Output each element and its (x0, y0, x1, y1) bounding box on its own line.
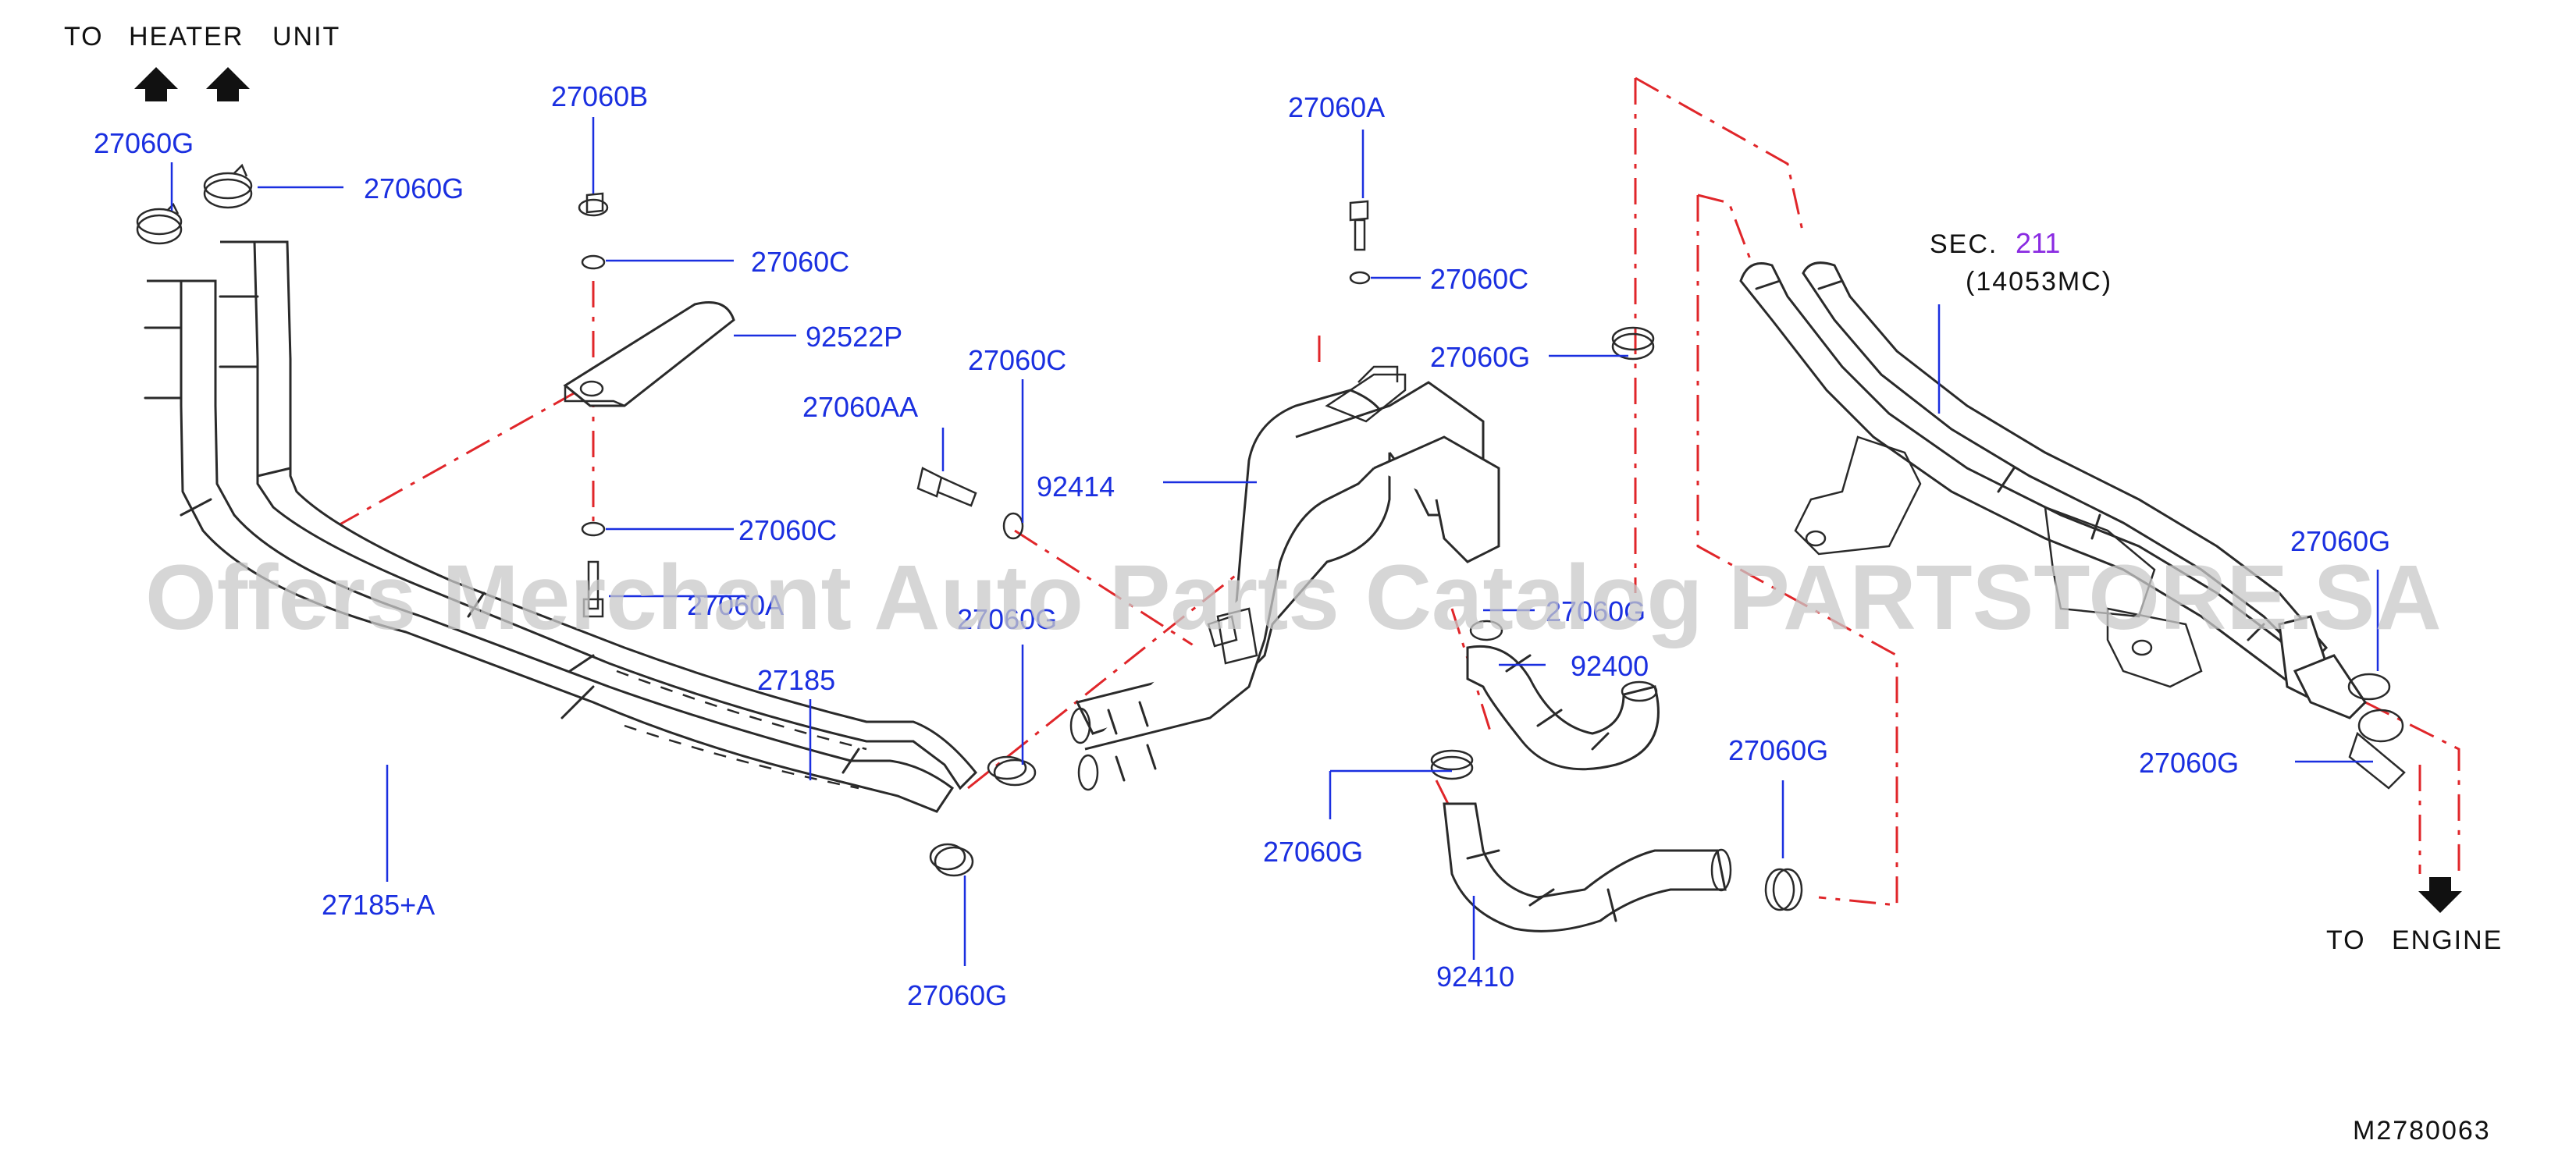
label-27060c: 27060C (738, 514, 837, 546)
to-heater-unit-to: TO (64, 22, 104, 52)
section-prefix: SEC. (1930, 229, 1998, 259)
label-27060g: 27060G (2290, 525, 2390, 557)
label-92400: 92400 (1571, 650, 1649, 682)
engine-pipe-assembly (1739, 261, 2406, 790)
mid-clamps (929, 326, 1655, 877)
label-27185: 27185 (757, 664, 835, 696)
label-27060g: 27060G (1430, 341, 1530, 373)
to-heater-unit-heater: HEATER (129, 22, 244, 52)
label-92414: 92414 (1037, 471, 1115, 503)
bolt-27060aa-group (916, 467, 1024, 540)
label-27060c: 27060C (751, 246, 849, 278)
bracket-92522p-group (563, 192, 735, 618)
label-27060g: 27060G (1263, 836, 1363, 868)
leader-lines (170, 117, 2379, 966)
to-engine-to: TO (2326, 925, 2366, 955)
label-92410: 92410 (1436, 961, 1514, 993)
section-part-number: (14053MC) (1966, 267, 2112, 297)
label-27060aa: 27060AA (802, 391, 918, 423)
phantom-lines (335, 76, 2460, 907)
pipe-92414-assembly (1069, 200, 1500, 791)
label-92522p: 92522P (806, 321, 902, 353)
label-27060c: 27060C (968, 344, 1066, 376)
label-27060g: 27060G (907, 979, 1007, 1011)
label-27060a: 27060A (1288, 91, 1385, 123)
section-number: 211 (2016, 227, 2060, 259)
label-27060a: 27060A (687, 589, 784, 621)
label-27060g: 27060G (957, 603, 1057, 635)
label-27060b: 27060B (551, 80, 648, 112)
label-27185-a: 27185+A (322, 889, 435, 921)
label-27060g: 27060G (1546, 595, 1646, 627)
to-heater-unit-unit: UNIT (272, 22, 340, 52)
label-27060g: 27060G (364, 172, 464, 204)
label-27060g: 27060G (94, 127, 194, 159)
up-arrow-icon (134, 67, 178, 101)
hose-27185-assembly (136, 163, 978, 813)
hose-92410 (1430, 749, 1803, 932)
up-arrow-icon (206, 67, 250, 101)
diagram-code: M2780063 (2353, 1116, 2491, 1146)
label-27060c: 27060C (1430, 263, 1528, 295)
hose-92400 (1466, 620, 1660, 771)
label-27060g: 27060G (2139, 747, 2239, 779)
to-engine-engine: ENGINE (2392, 925, 2503, 955)
down-arrow-icon (2418, 877, 2462, 913)
label-27060g: 27060G (1728, 734, 1828, 766)
watermark-text: Offers Merchant Auto Parts Catalog PARTS… (145, 546, 2442, 649)
